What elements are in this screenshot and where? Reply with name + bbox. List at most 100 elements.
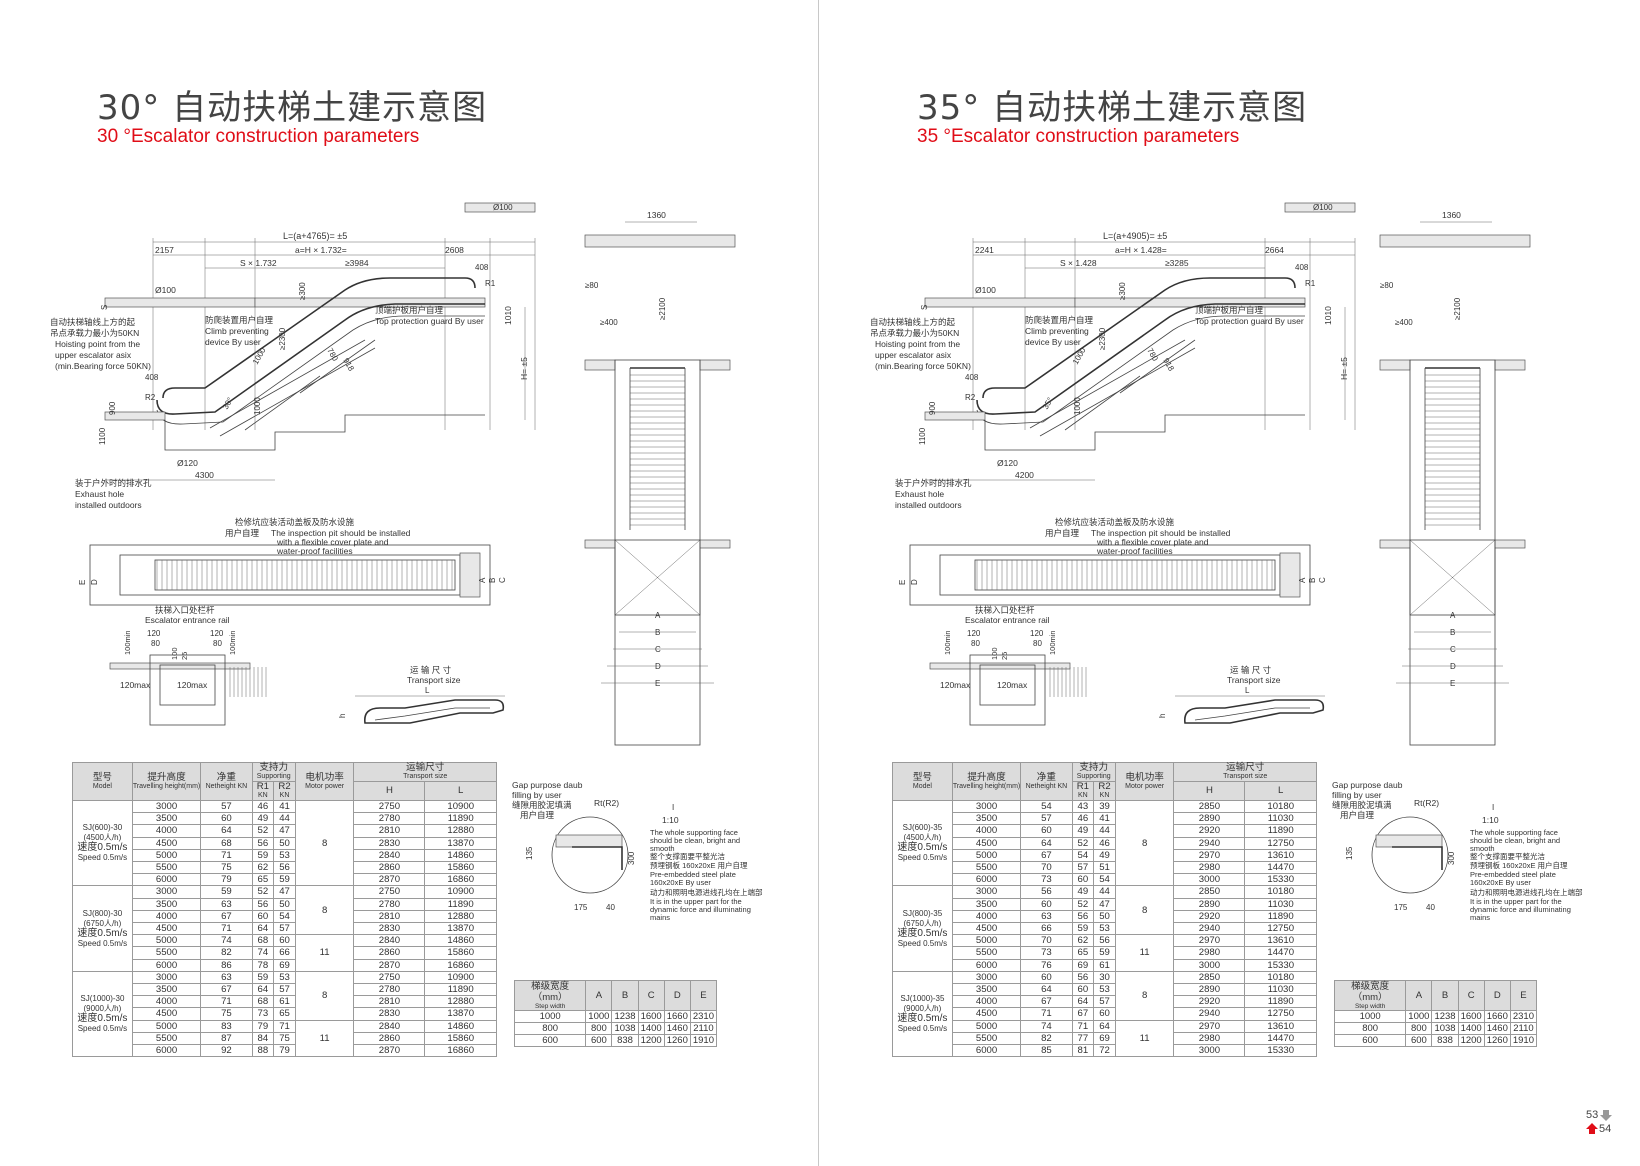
rail-80b: 80: [213, 639, 222, 648]
note-mains-cn: 动力和照明电源进线孔均在上端部: [1470, 887, 1583, 897]
rail-80a: 80: [151, 639, 160, 648]
table-cell: 6000: [951, 958, 1022, 972]
n2100: ≥2100: [1453, 297, 1462, 320]
n408-bot: 408: [145, 373, 159, 382]
table-cell: 73: [251, 1007, 275, 1021]
dim-2608: 2664: [1265, 245, 1284, 255]
table-cell: 1660: [663, 1010, 691, 1023]
table-cell: 13870: [424, 836, 497, 850]
sec-E: E: [1450, 679, 1455, 688]
table-cell: 14860: [424, 1019, 497, 1033]
table-cell: 1038: [611, 1022, 639, 1035]
table-cell: 838: [611, 1034, 639, 1047]
table-cell: 64: [1020, 983, 1073, 997]
table-cell: 57: [273, 983, 296, 997]
climb-en1: Climb preventing: [205, 326, 269, 336]
plan-D: D: [90, 579, 99, 585]
table-cell: 600: [585, 1034, 613, 1047]
th-col: C: [637, 980, 665, 1011]
table-cell: 3000: [131, 885, 202, 899]
table-cell: 63: [200, 897, 253, 911]
pit-en3: water-proof facilities: [1096, 546, 1173, 556]
table-cell: 46: [251, 799, 275, 814]
table-cell: 70: [1020, 861, 1073, 875]
note-mains-en1: It is in the upper part for the: [650, 897, 742, 906]
note-mains-en1: It is in the upper part for the: [1470, 897, 1562, 906]
table-cell: 11890: [424, 812, 497, 826]
rail-120max-a: 120max: [120, 680, 151, 690]
table-cell: 73: [1020, 946, 1073, 960]
exhaust-en1: Exhaust hole: [895, 489, 944, 499]
table-cell: 57: [1020, 812, 1073, 826]
plan-E: E: [78, 580, 87, 585]
table-cell: 82: [200, 946, 253, 960]
table-cell: 13610: [1244, 1019, 1317, 1033]
table-cell: 64: [251, 983, 275, 997]
note-face-cn: 整个支撑面要平整光洁: [1470, 851, 1545, 861]
table-cell: 5000: [951, 848, 1022, 863]
table-cell: 13870: [424, 1007, 497, 1021]
rail-120max-a: 120max: [940, 680, 971, 690]
table-cell: 72: [1093, 1044, 1116, 1058]
n1000: 1000: [251, 346, 268, 366]
table-cell: 6000: [131, 1044, 202, 1058]
pit-cn1: 检修坑应装活动盖板及防水设施: [1055, 517, 1175, 527]
table-cell: 14470: [1244, 861, 1317, 875]
table-cell: 14860: [424, 848, 497, 863]
table-cell: 71: [200, 848, 253, 863]
note-face-en3: smooth: [650, 844, 675, 853]
table-cell: 74: [200, 934, 253, 948]
label-H: H= ±5: [519, 357, 529, 380]
gap-175: 175: [1394, 903, 1408, 912]
n400: ≥400: [1395, 318, 1413, 327]
transport-L: L: [425, 686, 430, 695]
table-cell: 2860: [353, 946, 426, 960]
dim-2157: 2241: [975, 245, 994, 255]
table-cell: 12750: [1244, 922, 1317, 936]
note-plate-en2: 160x20xE By user: [650, 878, 711, 887]
table-cell: 3500: [131, 983, 202, 997]
table-cell: 44: [1093, 824, 1116, 838]
n408-top: 408: [475, 263, 489, 272]
table-cell: 15330: [1244, 1044, 1317, 1058]
exhaust-en1: Exhaust hole: [75, 489, 124, 499]
table-cell: 12880: [424, 995, 497, 1009]
n918: 918: [1161, 357, 1176, 374]
table-cell: 2750: [353, 885, 426, 899]
motor-cell: 8: [1114, 885, 1175, 936]
table-cell: 84: [251, 1031, 275, 1046]
table-cell: 70: [1020, 934, 1073, 948]
climb-en1: Climb preventing: [1025, 326, 1089, 336]
table-cell: 52: [251, 824, 275, 838]
arrow-down-icon: [1600, 1110, 1612, 1121]
table-cell: 64: [1093, 1019, 1116, 1033]
table-cell: 71: [200, 995, 253, 1009]
table-cell: 2860: [353, 861, 426, 875]
table-cell: 2840: [353, 848, 426, 863]
hoist-en2: upper escalator asix: [875, 350, 952, 360]
table-cell: 50: [273, 897, 296, 911]
table-cell: 88: [251, 1044, 275, 1058]
table-cell: 68: [251, 995, 275, 1009]
table-cell: 71: [1020, 1007, 1073, 1021]
table-cell: 53: [273, 848, 296, 863]
table-cell: 1000: [1333, 1010, 1407, 1023]
gap-rt: Rt(R2): [594, 798, 619, 808]
